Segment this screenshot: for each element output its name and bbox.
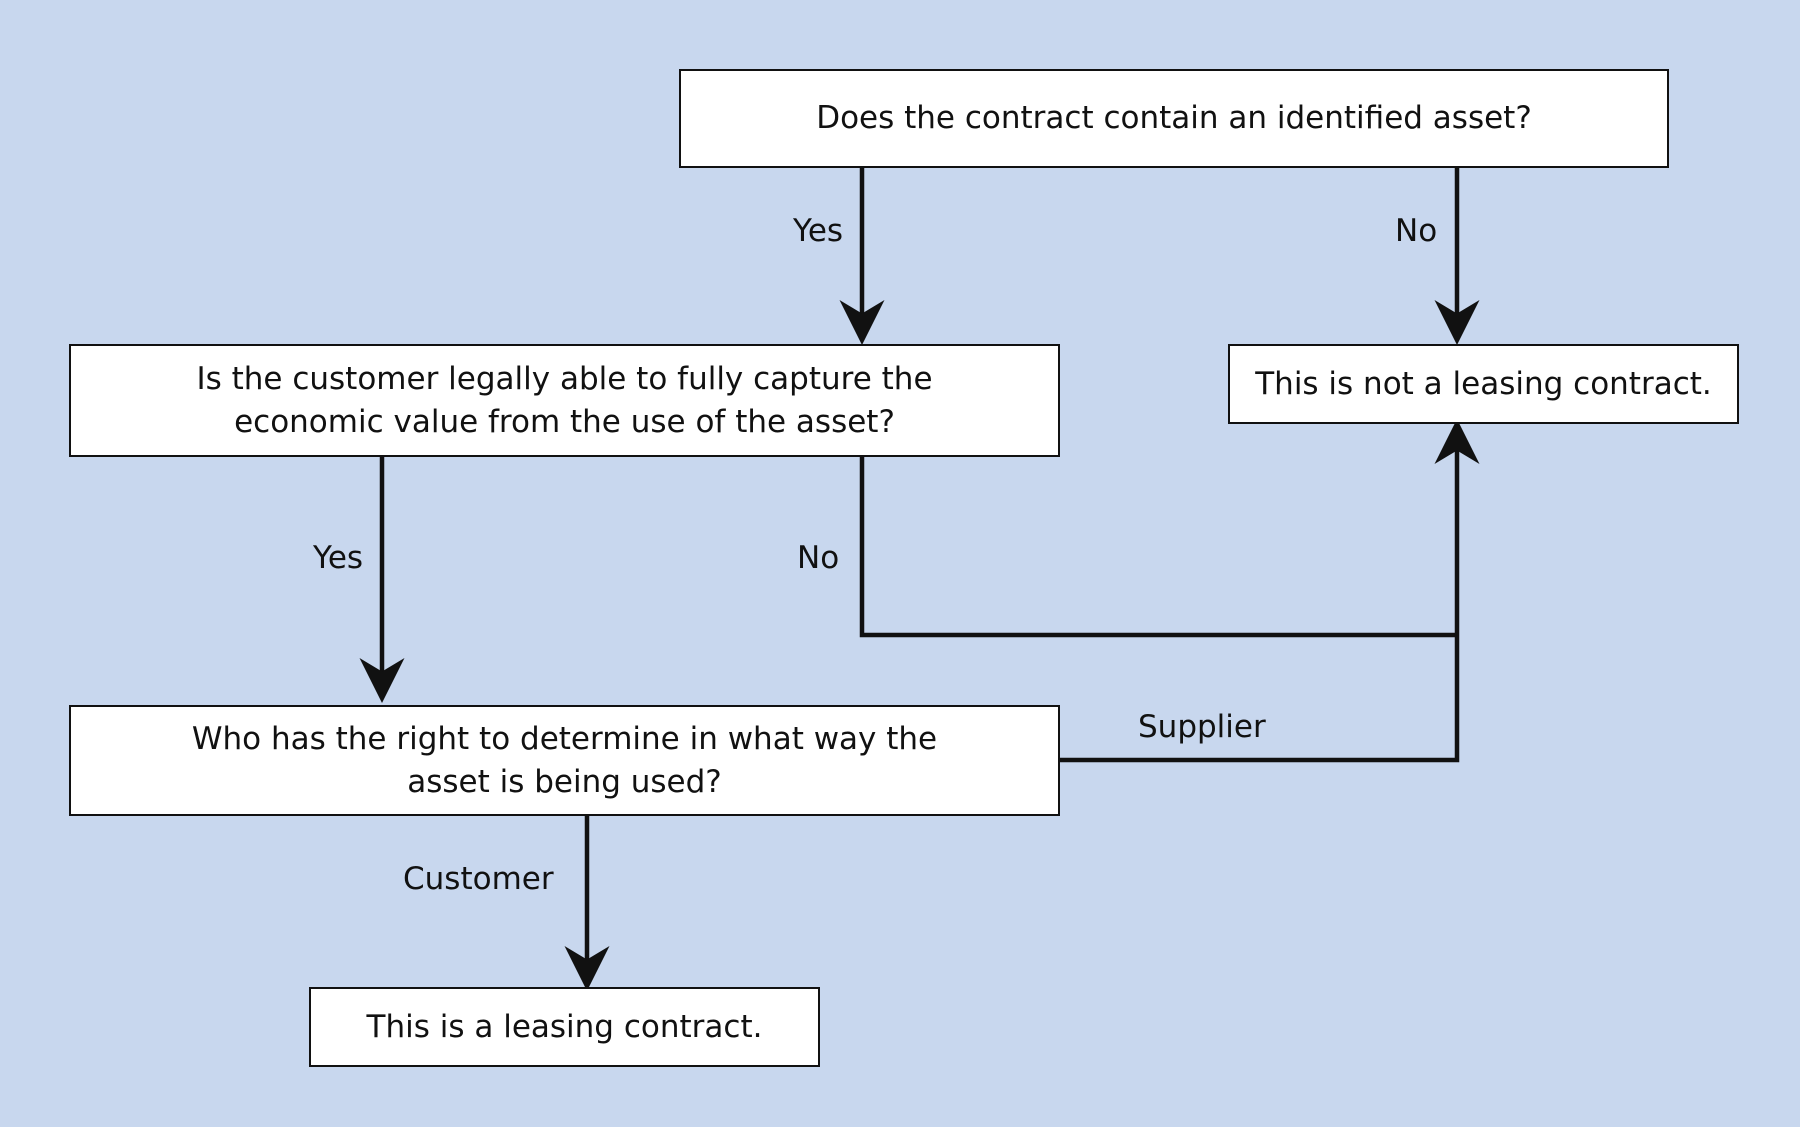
box-is-leasing-text: This is a leasing contract. bbox=[366, 1008, 763, 1045]
box-right-to-direct-line2: asset is being used? bbox=[407, 763, 722, 800]
box-economic-value-line2: economic value from the use of the asset… bbox=[234, 403, 895, 440]
box-economic-value-line1: Is the customer legally able to fully ca… bbox=[196, 360, 933, 397]
box-economic-value: Is the customer legally able to fully ca… bbox=[69, 344, 1060, 457]
edge-q3-supplier bbox=[1058, 635, 1460, 763]
box-is-leasing: This is a leasing contract. bbox=[309, 987, 820, 1067]
label-q2-yes: Yes bbox=[313, 540, 364, 576]
label-q3-supplier: Supplier bbox=[1138, 709, 1266, 745]
label-q3-customer: Customer bbox=[403, 861, 554, 897]
box-not-leasing: This is not a leasing contract. bbox=[1228, 344, 1739, 424]
label-q2-no: No bbox=[797, 540, 840, 576]
edge-q2-no bbox=[859, 456, 1457, 638]
box-right-to-direct: Who has the right to determine in what w… bbox=[69, 705, 1060, 816]
box-not-leasing-text: This is not a leasing contract. bbox=[1255, 365, 1712, 402]
box-right-to-direct-line1: Who has the right to determine in what w… bbox=[191, 720, 938, 757]
box-identified-asset: Does the contract contain an identified … bbox=[679, 69, 1669, 168]
label-q1-yes: Yes bbox=[793, 213, 844, 249]
label-q1-no: No bbox=[1395, 213, 1438, 249]
box-identified-asset-text: Does the contract contain an identified … bbox=[816, 100, 1532, 137]
